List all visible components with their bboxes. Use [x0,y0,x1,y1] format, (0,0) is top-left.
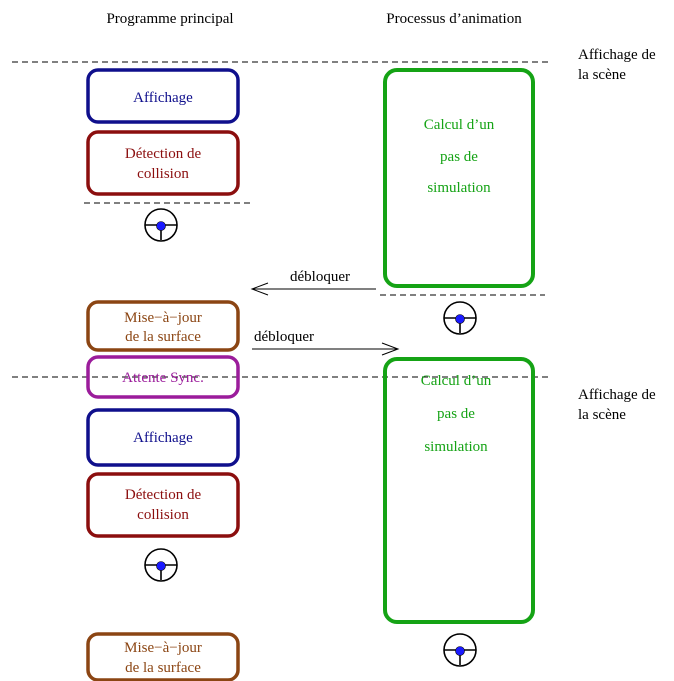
scene-display-note-2-line1: Affichage de [578,387,656,403]
unlock-arrowhead-to-animation [381,342,400,356]
animation-process-header: Processus d’animation [386,11,522,27]
surface-update-label-1-line2: de la surface [125,329,201,345]
unlock-label-to-main: débloquer [290,269,350,285]
lock-icon [443,301,477,335]
simulation-label-1-line2: pas de [440,149,478,165]
detection-label-2-line1: Détection de [125,487,202,503]
scene-display-note-1-line1: Affichage de [578,47,656,63]
lock-icon [144,548,178,582]
unlock-label-to-animation: débloquer [254,329,314,345]
surface-update-label-1-line1: Mise−à−jour [124,310,202,326]
simulation-label-2-line2: pas de [437,406,475,422]
surface-update-box-1 [86,300,240,352]
simulation-box-2 [383,357,535,624]
surface-update-label-2-line1: Mise−à−jour [124,640,202,656]
surface-update-label-2-line2: de la surface [125,660,201,676]
lock-icon [443,633,477,667]
scene-display-note-1-line2: la scène [578,67,626,83]
detection-label-2-line2: collision [137,507,189,523]
scene-display-note-2-line2: la scène [578,407,626,423]
detection-box-2 [86,472,240,538]
simulation-box-1 [383,68,535,288]
simulation-label-2-line1: Calcul d’un [421,373,492,389]
simulation-label-2-line3: simulation [424,439,488,455]
affichage-label-2: Affichage [133,430,193,446]
simulation-label-1-line3: simulation [427,180,491,196]
detection-box-1 [86,130,240,196]
lock-icon [144,208,178,242]
detection-label-1-line2: collision [137,166,189,182]
affichage-box-1 [86,68,240,124]
detection-label-1-line1: Détection de [125,146,202,162]
wait-sync-box [86,355,240,399]
affichage-label-1: Affichage [133,90,193,106]
main-program-header: Programme principal [106,11,233,27]
surface-update-box-2 [86,632,240,681]
simulation-label-1-line1: Calcul d’un [424,117,495,133]
wait-sync-label: Attente Sync. [122,370,204,386]
unlock-arrowhead-to-main [250,282,269,296]
affichage-box-2 [86,408,240,467]
